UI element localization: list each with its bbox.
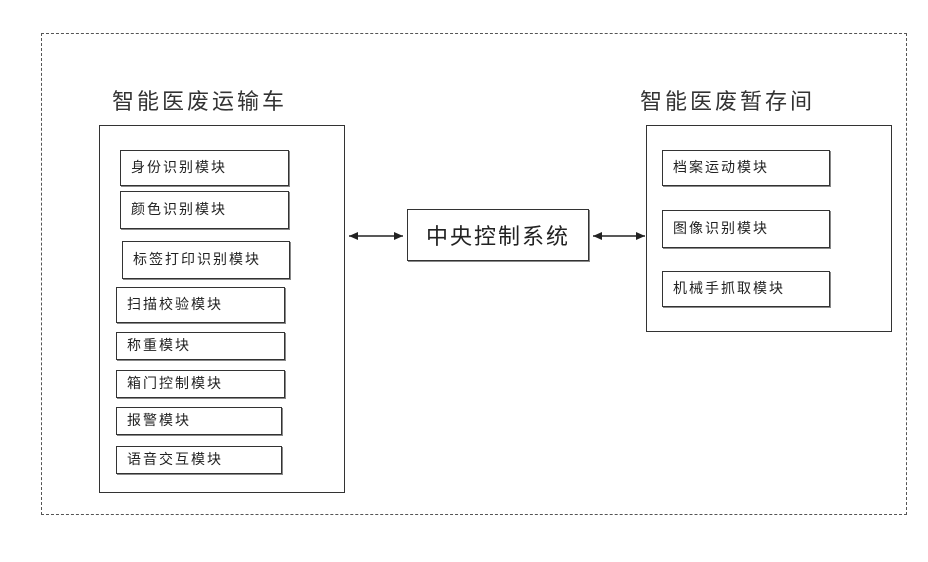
connector-arrows <box>0 0 928 562</box>
